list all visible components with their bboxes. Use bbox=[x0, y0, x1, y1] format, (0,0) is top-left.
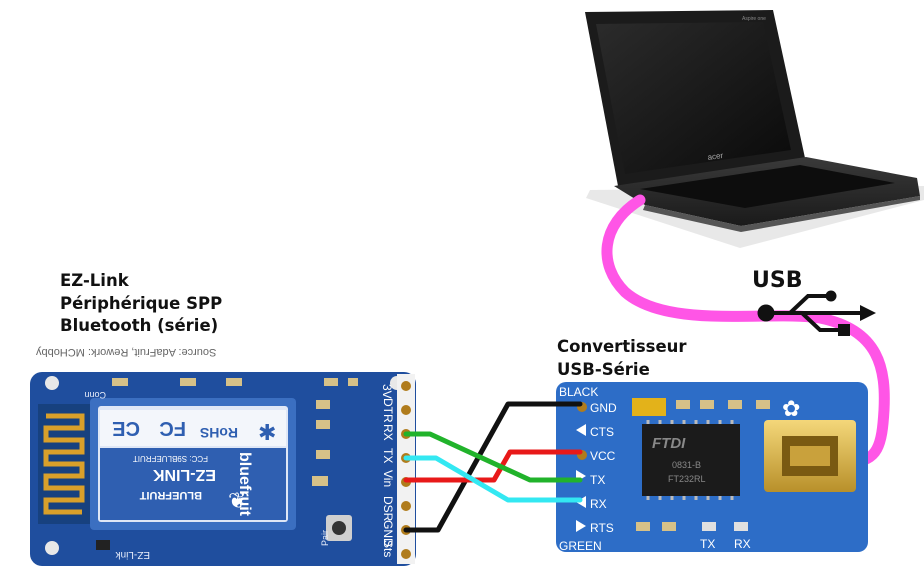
fc-mark: FC bbox=[159, 417, 186, 439]
laptop: Aspire one acer bbox=[585, 10, 924, 248]
wire-gnd-black bbox=[403, 401, 583, 533]
ezlink-title-line-2: Périphérique SPP bbox=[60, 293, 223, 313]
adafruit-flower-icon: ✿ bbox=[782, 396, 800, 421]
chip-brand: FTDI bbox=[652, 435, 686, 452]
ftdi-chip bbox=[642, 424, 740, 496]
converter-title: Convertisseur USB-Série bbox=[557, 336, 687, 381]
module-name: EZ-LINK bbox=[152, 466, 216, 483]
chip-line-2: FT232RL bbox=[668, 474, 706, 484]
ezlink-pin-tx: TX bbox=[381, 448, 395, 463]
converter-bottom-pin-tx: TX bbox=[700, 537, 715, 551]
module-sub: BLUEFRUIT bbox=[139, 489, 202, 501]
jumper-wires bbox=[403, 401, 583, 533]
laptop-brand: acer bbox=[707, 151, 724, 162]
ezlink-pin-vin: Vin bbox=[381, 470, 395, 487]
usb-label: USB bbox=[752, 268, 803, 293]
wire-rx-tx-cyan bbox=[403, 455, 583, 503]
usb-cable bbox=[601, 194, 890, 468]
ezlink-pin-dtr: DTR bbox=[381, 398, 395, 423]
converter-pin-vcc: VCC bbox=[590, 449, 616, 463]
converter-top-label: BLACK bbox=[559, 385, 598, 399]
converter-pin-rts: RTS bbox=[590, 521, 614, 535]
rohs-mark: RoHS bbox=[200, 425, 238, 441]
converter-pin-gnd: GND bbox=[590, 401, 617, 415]
ce-mark: CE bbox=[112, 417, 140, 439]
ezlink-pin-pads bbox=[401, 381, 411, 559]
chip-line-1: 0831-B bbox=[672, 460, 701, 470]
ezlink-pin-rx: RX bbox=[381, 424, 395, 441]
ezlink-pin-sts: Sts bbox=[381, 540, 395, 557]
converter-bottom-pin-rx: RX bbox=[734, 537, 751, 551]
ezlink-title-line-1: EZ-Link bbox=[60, 271, 129, 290]
laptop-keyboard bbox=[640, 165, 895, 208]
ezlink-pin-dsr: DSR bbox=[381, 496, 395, 522]
pcb-label-pair: Pair bbox=[320, 530, 330, 546]
laptop-screen bbox=[596, 22, 791, 174]
usb-symbol-icon bbox=[757, 290, 876, 336]
converter-bottom-label: GREEN bbox=[559, 539, 602, 553]
antenna-trace bbox=[43, 413, 85, 515]
bluetooth-logo-icon: ❦ bbox=[228, 488, 246, 513]
pcb-label-conn: Conn bbox=[84, 390, 106, 400]
wire-tx-rx-green bbox=[403, 431, 583, 483]
ezlink-pin-header bbox=[397, 374, 415, 564]
pcb-label-ezlink: EZ-Link bbox=[115, 549, 150, 560]
converter-title-line-2: USB-Série bbox=[557, 359, 650, 379]
converter-pin-labels: GND CTS VCC TX RX RTS bbox=[590, 401, 617, 535]
laptop-front-edge bbox=[643, 196, 920, 232]
module-fcc: FCC: S9BLUEFRUIT bbox=[133, 454, 208, 463]
ezlink-pin-labels: 3V DTR RX TX Vin DSR GND Sts bbox=[380, 384, 395, 557]
ezlink-pin-gnd: GND bbox=[381, 520, 395, 547]
laptop-model: Aspire one bbox=[742, 16, 766, 22]
ezlink-title-line-3: Bluetooth (série) bbox=[60, 316, 219, 335]
chip-legs bbox=[646, 420, 734, 500]
converter-pin-rx: RX bbox=[590, 497, 607, 511]
ezlink-board: CE FC RoHS ✱ bluefruit EZ-LINK BLUEFRUIT… bbox=[30, 372, 416, 566]
ezlink-title: EZ-Link Périphérique SPP Bluetooth (séri… bbox=[60, 270, 222, 338]
converter-title-line-1: Convertisseur bbox=[557, 337, 687, 356]
module-brand: bluefruit bbox=[236, 452, 253, 517]
star-icon: ✱ bbox=[258, 420, 276, 445]
ezlink-pin-3v: 3V bbox=[380, 384, 394, 399]
converter-pin-cts: CTS bbox=[590, 425, 614, 439]
converter-pin-tx: TX bbox=[590, 473, 605, 487]
converter-board: FTDI 0831-B FT232RL ✿ BLACK GREEN TX RX … bbox=[556, 382, 868, 553]
